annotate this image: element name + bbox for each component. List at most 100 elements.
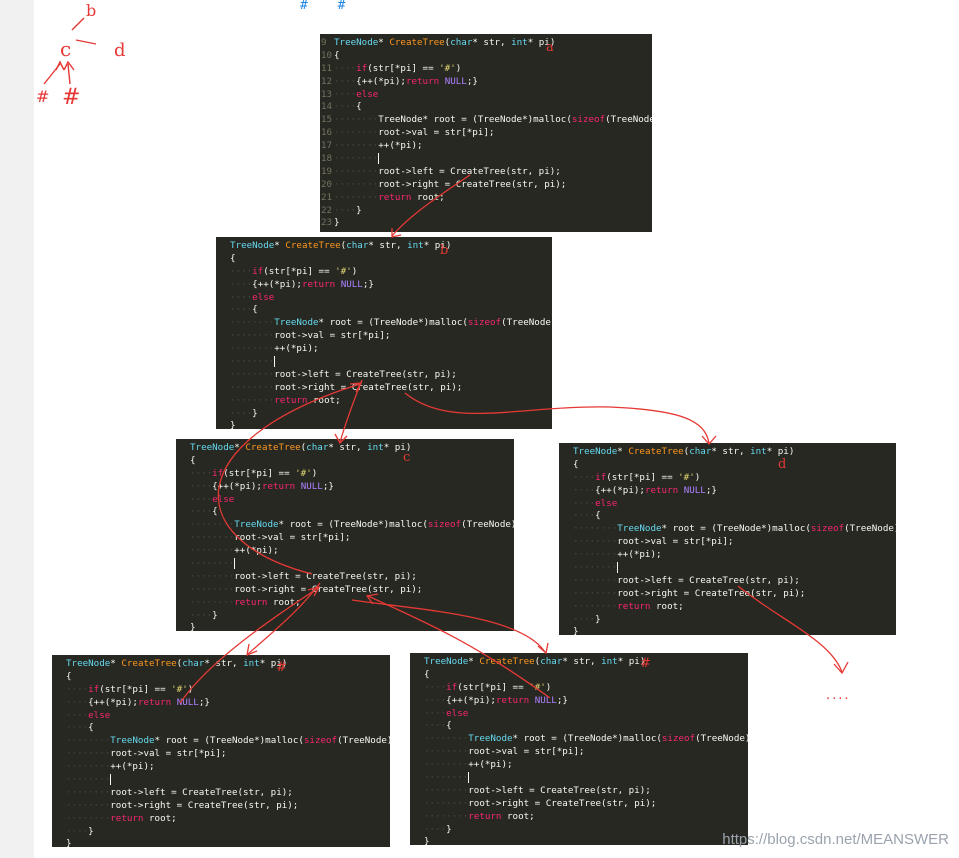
code-line: TreeNode* CreateTree(char* str, int* pi) xyxy=(573,446,795,457)
code-line: ········root->val = str[*pi]; xyxy=(230,330,391,342)
code-line: { xyxy=(424,668,430,680)
code-line: ····} xyxy=(190,609,218,621)
code-line: } xyxy=(66,838,72,847)
code-line: ········ xyxy=(230,356,276,368)
code-line: ····{ xyxy=(573,510,601,522)
code-line: ····{ xyxy=(230,304,258,316)
arrow-c-to-hash2-head xyxy=(537,642,549,655)
code-line: ····{++(*pi);return NULL;} xyxy=(230,278,374,290)
code-line: ········root->right = CreateTree(str, pi… xyxy=(190,583,423,595)
code-line: ····{++(*pi);return NULL;} xyxy=(66,696,210,708)
sketch-hash-1: # xyxy=(36,87,49,106)
code-line: ····if(str[*pi] == '#') xyxy=(573,471,701,483)
code-line: ········root->left = CreateTree(str, pi)… xyxy=(230,368,457,380)
code-line: { xyxy=(66,670,72,682)
label-c: c xyxy=(403,450,411,465)
code-line: ········++(*pi); xyxy=(230,343,319,355)
code-line: ········root->right = CreateTree(str, pi… xyxy=(66,799,299,811)
code-line: ········root->right = CreateTree(str, pi… xyxy=(573,587,806,599)
code-line: TreeNode* CreateTree(char* str, int* pi) xyxy=(424,656,646,667)
code-panel-d: TreeNode* CreateTree(char* str, int* pi)… xyxy=(559,443,896,635)
code-line: ····{++(*pi);return NULL;} xyxy=(424,694,568,706)
code-panel-hash-2: TreeNode* CreateTree(char* str, int* pi)… xyxy=(410,653,748,845)
sketch-arrow-head-1 xyxy=(55,60,65,71)
code-line: ········ xyxy=(573,562,619,574)
code-line: ········TreeNode* root = (TreeNode*)mall… xyxy=(424,733,748,745)
top-hash-2: # xyxy=(337,0,346,13)
code-line: ····else xyxy=(424,707,469,719)
code-line: ········root->val = str[*pi]; xyxy=(573,536,734,548)
label-a: a xyxy=(546,40,554,55)
code-line: ····{ xyxy=(424,720,452,732)
code-line: ········ xyxy=(190,558,236,570)
sketch-edge-c-b xyxy=(71,17,85,31)
code-line: { xyxy=(190,454,196,466)
code-line: ········++(*pi); xyxy=(66,761,155,773)
code-line: ····} xyxy=(424,823,452,835)
arrow-c-to-hash1-head xyxy=(246,643,258,657)
top-hash-1: # xyxy=(300,0,308,13)
code-line: ········++(*pi); xyxy=(424,759,513,771)
code-line: ········root->right = CreateTree(str, pi… xyxy=(230,381,463,393)
code-line: ········return root; xyxy=(573,600,684,612)
code-line: ········root->val = str[*pi]; xyxy=(66,748,227,760)
code-line: TreeNode* CreateTree(char* str, int* pi) xyxy=(230,240,452,251)
code-line: ········return root; xyxy=(66,812,177,824)
sketch-edge-c-h2 xyxy=(67,63,71,85)
code-line: ····else xyxy=(190,493,235,505)
label-hash-2: # xyxy=(640,656,651,671)
code-line: ········root->left = CreateTree(str, pi)… xyxy=(66,786,293,798)
code-line: TreeNode* CreateTree(char* str, int* pi) xyxy=(66,658,288,669)
sketch-edge-c-h1 xyxy=(43,63,61,85)
label-b: b xyxy=(440,243,449,258)
code-line: } xyxy=(424,836,430,845)
sketch-arrow-head-2 xyxy=(63,60,75,71)
top-hash-marks: # # xyxy=(300,0,367,13)
sketch-node-b: b xyxy=(86,1,96,20)
code-line: ····else xyxy=(573,497,618,509)
code-line: ····if(str[*pi] == '#') xyxy=(190,467,318,479)
code-line: } xyxy=(573,626,579,635)
code-line: ········root->val = str[*pi]; xyxy=(424,746,585,758)
code-line: ········return root; xyxy=(230,394,341,406)
code-line: ····else xyxy=(66,709,111,721)
code-line: } xyxy=(190,622,196,631)
code-line: ········ xyxy=(66,774,112,786)
code-line: ····if(str[*pi] == '#') xyxy=(230,265,358,277)
code-line: ········TreeNode* root = (TreeNode*)mall… xyxy=(190,519,514,531)
code-line: ········root->left = CreateTree(str, pi)… xyxy=(190,570,417,582)
code-line: ········TreeNode* root = (TreeNode*)mall… xyxy=(573,523,896,535)
code-line: ····} xyxy=(573,613,601,625)
code-line: ········return root; xyxy=(424,810,535,822)
code-line: ····if(str[*pi] == '#') xyxy=(424,681,552,693)
code-line: } xyxy=(230,420,236,429)
code-line: ········root->val = str[*pi]; xyxy=(190,532,351,544)
sketch-node-c: c xyxy=(60,37,71,61)
code-line: ········++(*pi); xyxy=(190,545,279,557)
code-line: ····{ xyxy=(190,506,218,518)
code-line: ········ xyxy=(424,772,470,784)
code-line: { xyxy=(573,458,579,470)
sketch-edge-c-d xyxy=(75,39,97,45)
label-d: d xyxy=(778,457,787,472)
code-line: { xyxy=(230,252,236,264)
left-margin-strip xyxy=(0,0,34,858)
label-ellipsis: .... xyxy=(826,688,851,703)
code-panel-hash-1: TreeNode* CreateTree(char* str, int* pi)… xyxy=(52,655,390,847)
code-line: ········TreeNode* root = (TreeNode*)mall… xyxy=(230,317,552,329)
code-line: ········root->right = CreateTree(str, pi… xyxy=(424,797,657,809)
code-line: ········return root; xyxy=(190,596,301,608)
label-hash-1: # xyxy=(276,660,287,675)
sketch-hash-2: # xyxy=(62,85,80,110)
code-line: ····{++(*pi);return NULL;} xyxy=(573,484,717,496)
code-line: ····else xyxy=(230,291,275,303)
sketch-node-d: d xyxy=(114,40,126,61)
code-line: ····} xyxy=(230,407,258,419)
code-line: ········++(*pi); xyxy=(573,549,662,561)
code-panel-c: TreeNode* CreateTree(char* str, int* pi)… xyxy=(176,439,514,631)
arrow-d-onward-head xyxy=(833,661,849,675)
code-line: ········root->left = CreateTree(str, pi)… xyxy=(424,784,651,796)
code-line: ········TreeNode* root = (TreeNode*)mall… xyxy=(66,735,390,747)
code-line: ····{++(*pi);return NULL;} xyxy=(190,480,334,492)
